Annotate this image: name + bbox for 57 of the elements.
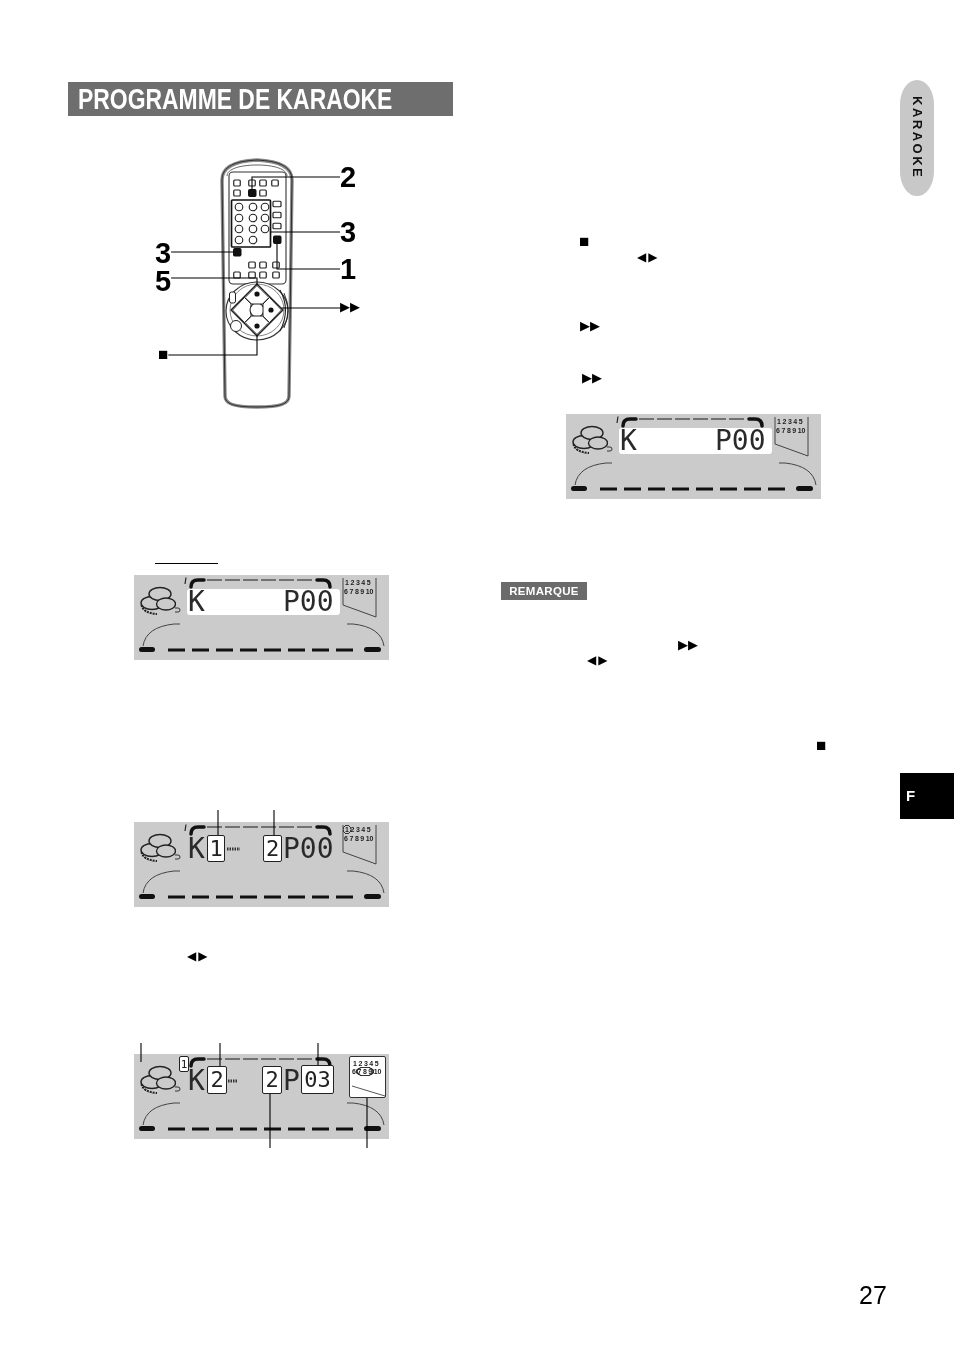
right-arrow-key <box>262 297 282 323</box>
highlighted-digit: 2 <box>262 1066 282 1094</box>
leader-line <box>217 809 219 836</box>
leader-line <box>269 1093 271 1149</box>
highlighted-digit: 03 <box>301 1065 334 1094</box>
display-character: K <box>188 587 205 616</box>
section-tab: KARAOKE <box>900 80 934 196</box>
leader-line <box>317 1042 319 1066</box>
key-button <box>233 248 242 257</box>
fast-forward-symbol: ▶▶ <box>580 319 600 332</box>
key-button <box>273 235 282 244</box>
disc-number-indicator: 1 <box>179 1056 189 1072</box>
callout-symbol: ▶▶ <box>340 300 360 313</box>
direction-symbol: ◀▶ <box>587 654 610 666</box>
keypad-frame <box>230 199 272 248</box>
display-readout: P00 <box>283 587 334 616</box>
leader-line <box>280 307 341 309</box>
language-tab: F <box>900 773 954 819</box>
down-arrow-key <box>244 315 270 335</box>
highlighted-digit: 2 <box>207 1066 227 1094</box>
note-heading-tag: REMARQUE <box>501 582 587 600</box>
page-title: PROGRAMME DE KARAOKE <box>78 84 393 114</box>
track-calendar-panel <box>349 1056 386 1098</box>
display-character: P <box>283 1066 300 1095</box>
leader-line <box>140 1042 142 1063</box>
leader-line <box>170 277 258 287</box>
callout-number: 3 <box>340 218 357 247</box>
leader-line <box>276 242 341 270</box>
stop-symbol: ■ <box>816 737 827 754</box>
callout-symbol: ■ <box>158 346 169 363</box>
leader-line <box>170 251 235 253</box>
direction-symbol: ◀▶ <box>637 251 660 263</box>
callout-number: 1 <box>340 255 357 284</box>
leader-line <box>167 333 258 356</box>
leader-line <box>251 176 341 191</box>
fast-forward-symbol: ▶▶ <box>678 638 698 651</box>
leader-line <box>219 1042 221 1067</box>
display-character: K <box>620 426 637 455</box>
callout-number: 2 <box>340 163 357 192</box>
highlighted-digit: 1 <box>207 835 225 862</box>
callout-number: 5 <box>155 267 172 296</box>
stop-symbol: ■ <box>579 233 590 250</box>
display-readout: P00 <box>715 426 766 455</box>
display-character: K <box>188 834 205 863</box>
display-character: K <box>188 1066 205 1095</box>
direction-symbol: ◀▶ <box>187 950 210 962</box>
callout-number: 3 <box>155 239 172 268</box>
leader-line <box>273 809 275 836</box>
display-readout: P00 <box>283 834 334 863</box>
page-number: 27 <box>859 1283 887 1308</box>
key-button <box>248 189 257 197</box>
fast-forward-symbol: ▶▶ <box>582 371 602 384</box>
leader-line <box>269 231 341 233</box>
lcd-display-panel <box>134 1054 389 1139</box>
leader-line <box>366 1097 368 1149</box>
highlighted-digit: 2 <box>263 835 282 862</box>
up-arrow-key <box>244 285 270 305</box>
